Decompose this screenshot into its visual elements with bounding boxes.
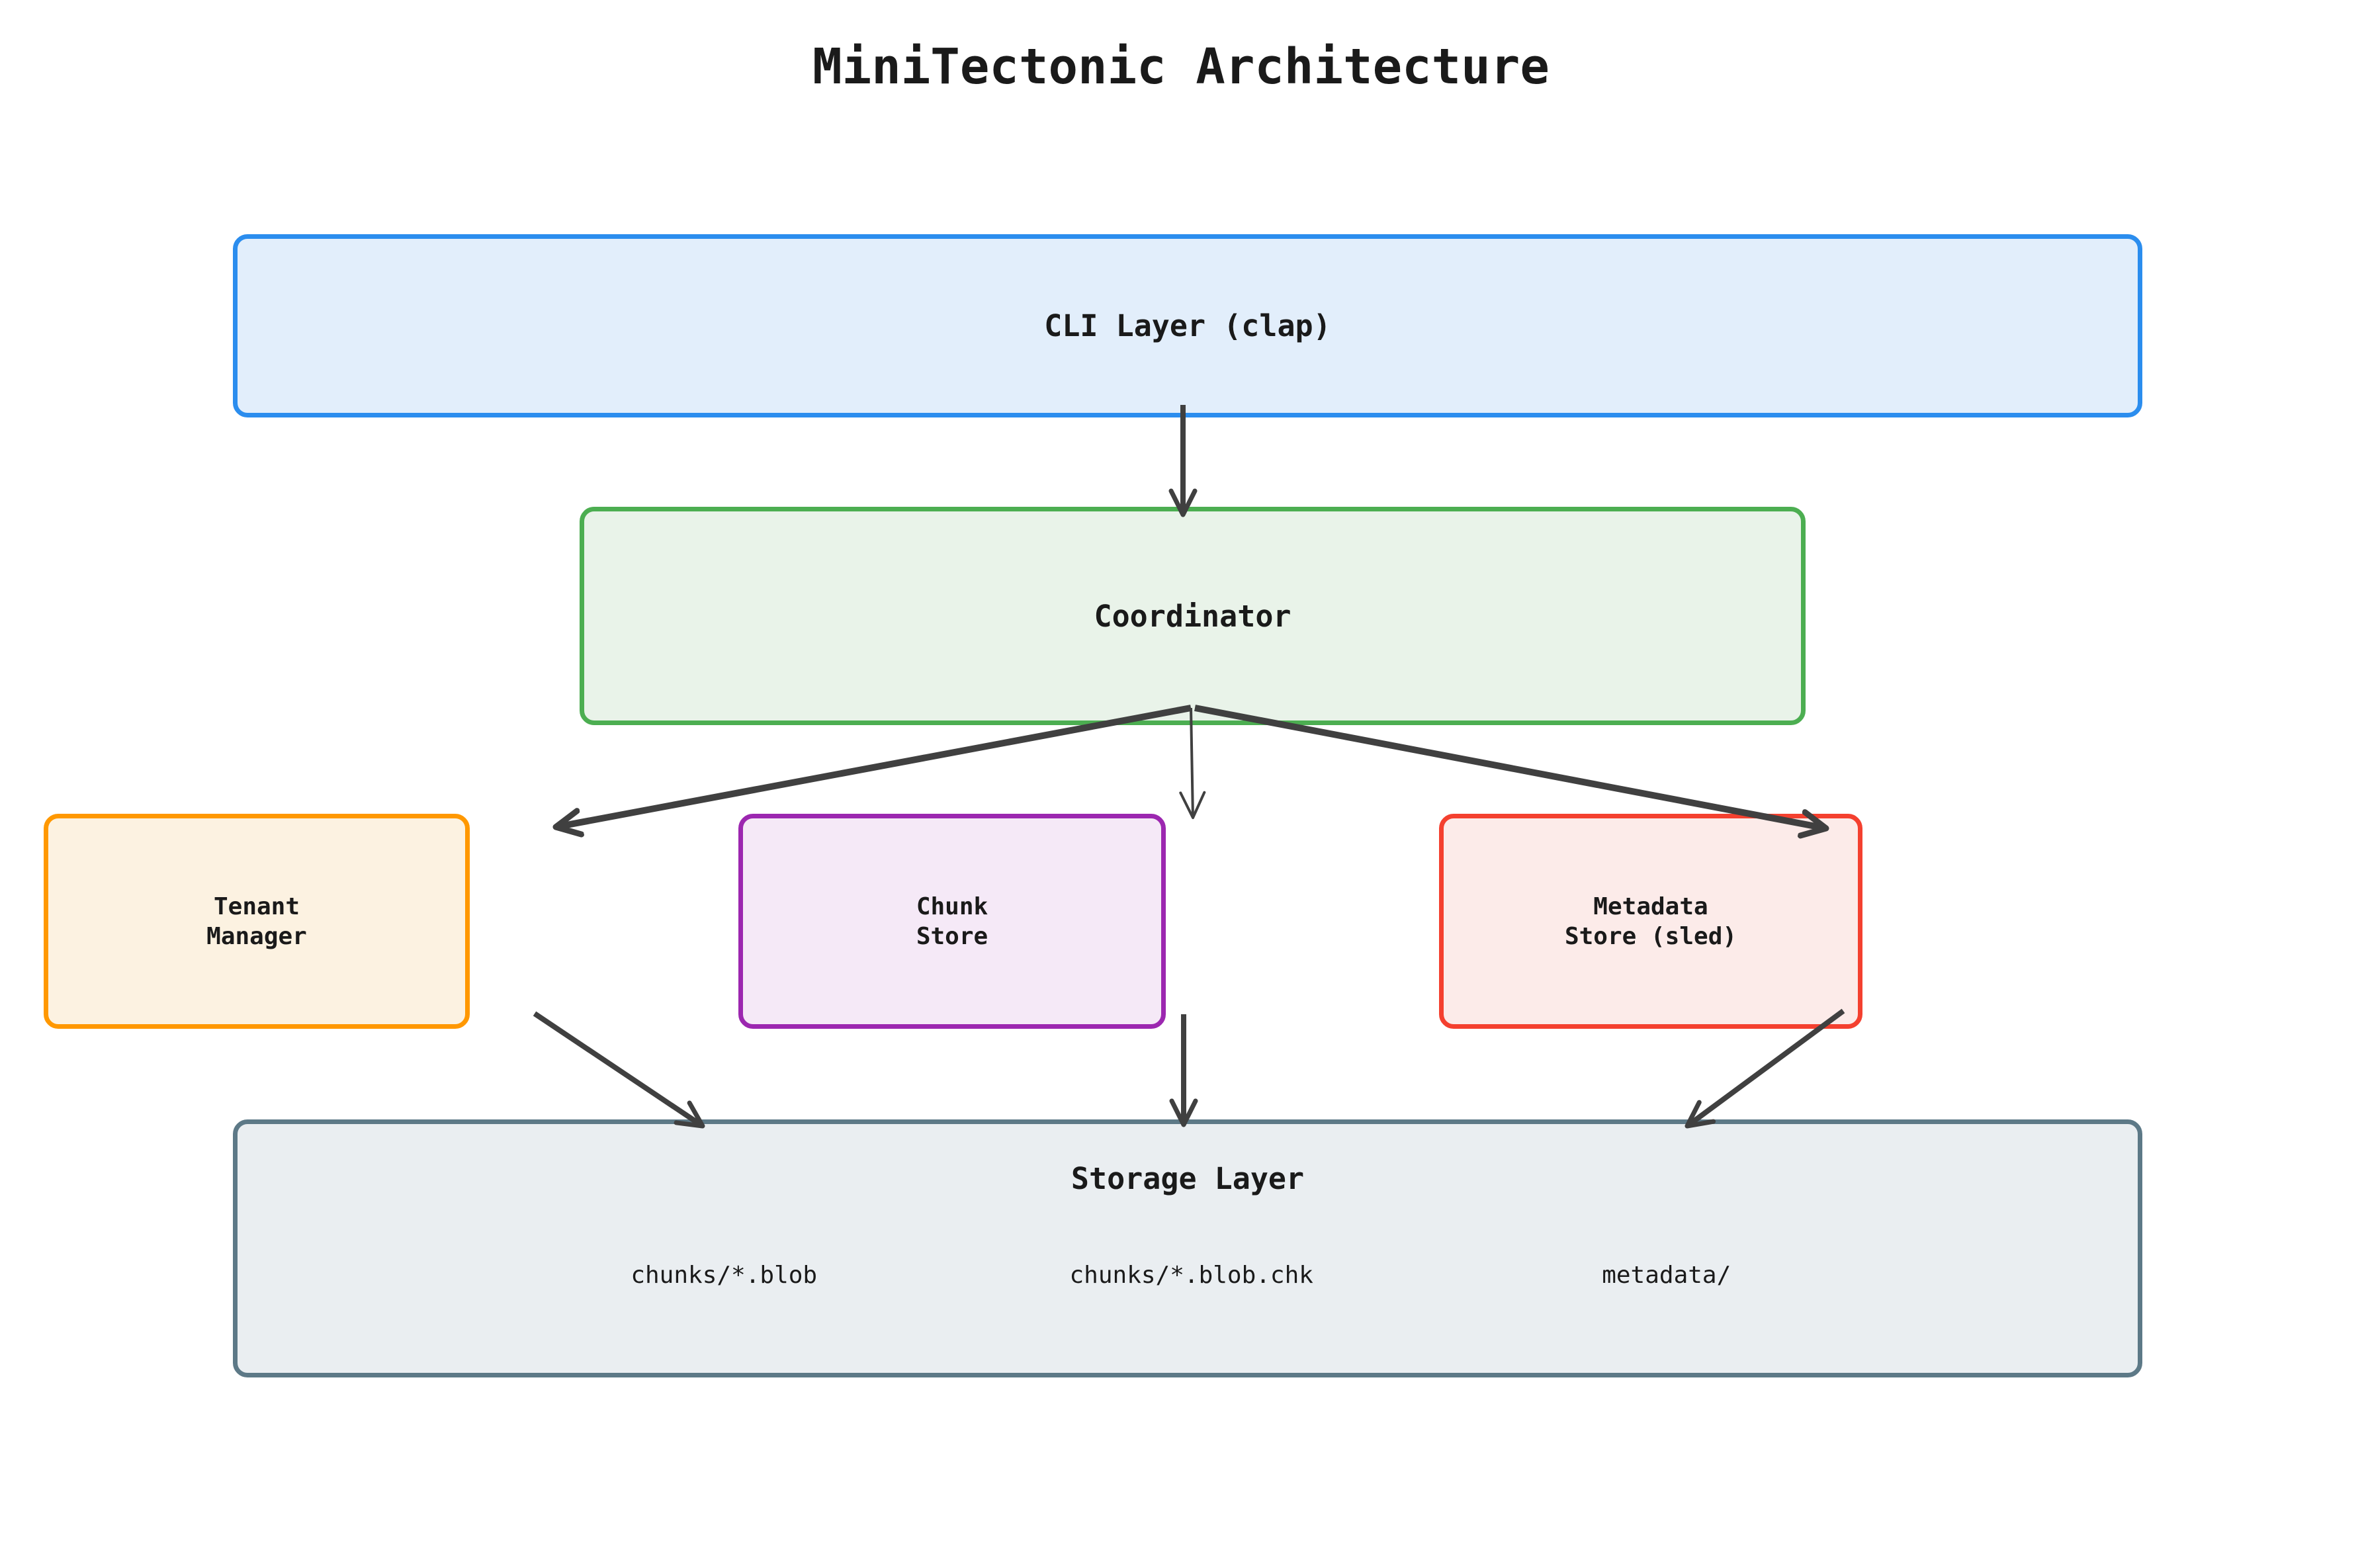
arrow-coordinator-to-tenant: [556, 705, 1192, 827]
metadata-store-box: Metadata Store (sled): [1439, 814, 1862, 1029]
storage-path-metadata-dir: metadata/: [1602, 1262, 1731, 1289]
arrow-tenant-to-storage: [533, 1011, 705, 1129]
storage-layer-box: Storage Layer chunks/*.blob chunks/*.blo…: [233, 1119, 2142, 1377]
metadata-store-label: Metadata Store (sled): [1564, 893, 1737, 950]
chunk-store-label: Chunk Store: [916, 893, 988, 950]
tenant-manager-box: Tenant Manager: [44, 814, 470, 1029]
coordinator-label: Coordinator: [1094, 598, 1291, 634]
coordinator-box: Coordinator: [580, 507, 1806, 725]
tenant-manager-label: Tenant Manager: [206, 893, 307, 950]
cli-layer-box: CLI Layer (clap): [233, 234, 2142, 417]
storage-path-chunks-blob: chunks/*.blob: [631, 1262, 818, 1289]
chunk-store-box: Chunk Store: [738, 814, 1166, 1029]
page-title: MiniTectonic Architecture: [812, 38, 1550, 95]
cli-layer-label: CLI Layer (clap): [1044, 308, 1331, 343]
arrow-coordinator-to-metadata: [1194, 705, 1826, 828]
storage-path-chunks-blob-chk: chunks/*.blob.chk: [1069, 1262, 1313, 1289]
storage-layer-title: Storage Layer: [1071, 1161, 1305, 1196]
